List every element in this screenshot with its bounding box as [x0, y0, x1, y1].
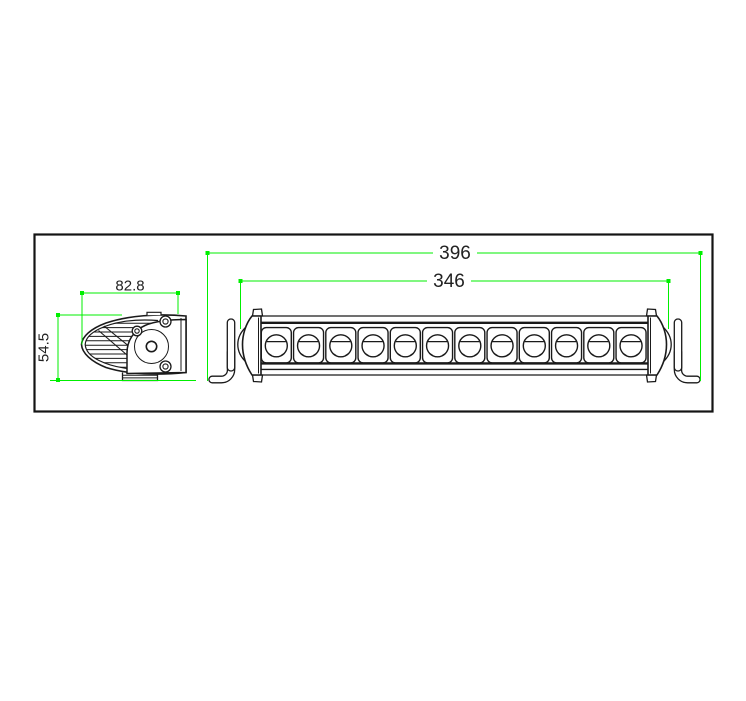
front-right-endcap [647, 309, 672, 382]
led-cell [358, 328, 388, 363]
dim-label-side-depth: 82.8 [115, 278, 144, 295]
led-cell [552, 328, 582, 363]
dim-mounting-width: 346 [239, 271, 671, 329]
led-cell [487, 328, 517, 363]
side-view [82, 312, 187, 380]
led-cell [616, 328, 646, 363]
front-left-bracket [209, 319, 235, 383]
dim-label-overall-width: 396 [439, 243, 471, 264]
led-cell [326, 328, 356, 363]
dim-label-mounting-width: 346 [433, 271, 465, 292]
front-left-endcap [238, 309, 263, 382]
led-cell [519, 328, 549, 363]
dim-label-side-height: 54.5 [36, 333, 53, 362]
side-pivot-hole [146, 341, 156, 351]
led-cell [261, 328, 291, 363]
side-top-tab [147, 312, 161, 315]
led-cell [584, 328, 614, 363]
front-right-bracket [674, 319, 700, 383]
front-view [209, 309, 700, 383]
led-array [261, 328, 646, 363]
led-cell [423, 328, 453, 363]
led-cell [455, 328, 485, 363]
led-cell [390, 328, 420, 363]
led-cell [294, 328, 324, 363]
